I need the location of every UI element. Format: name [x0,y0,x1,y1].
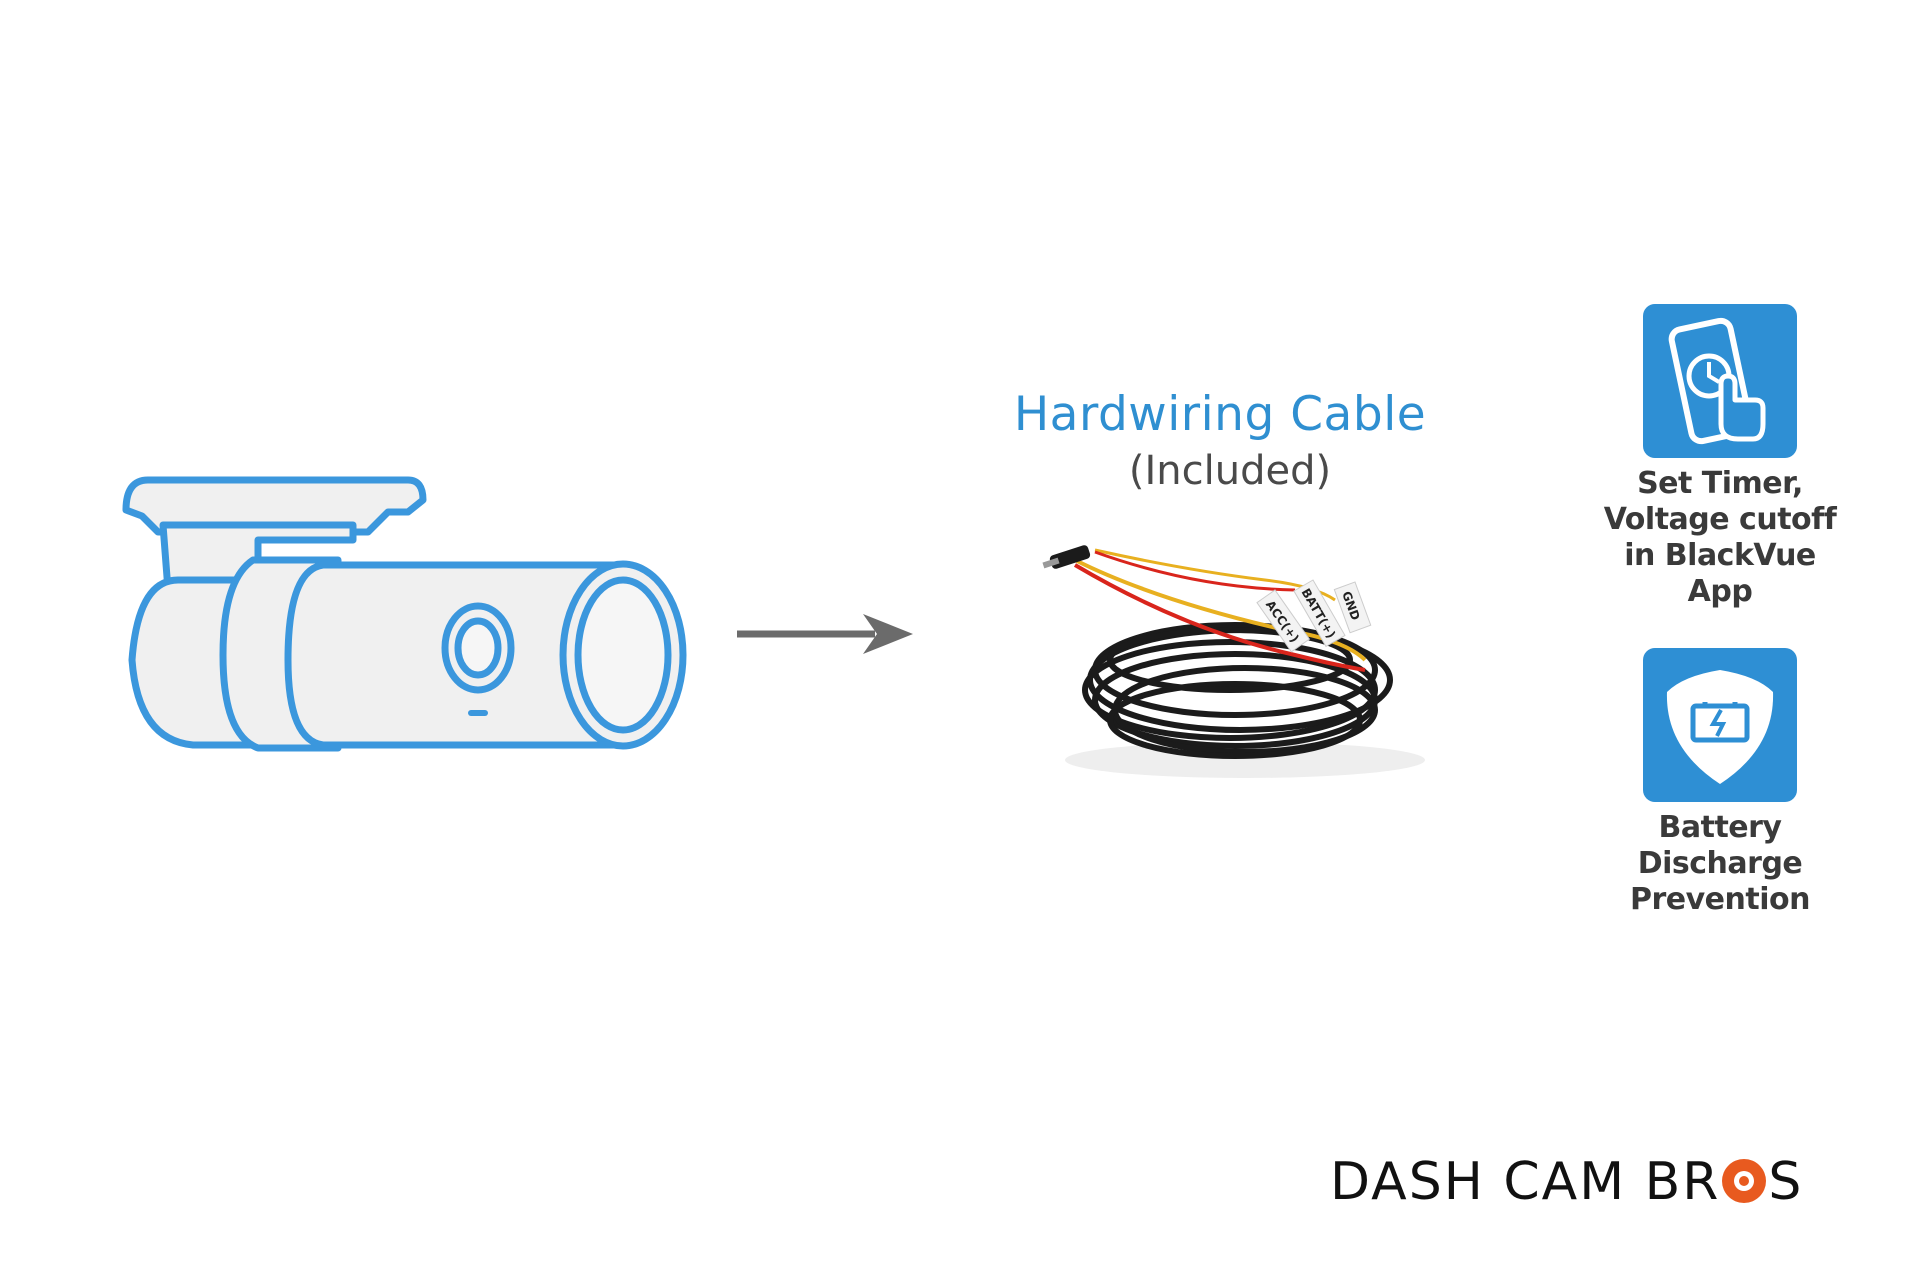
hardwiring-cable-image: ACC(+) BATT(+) GND [1042,545,1425,778]
arrow-right-icon [737,614,913,654]
logo-text-end: S [1768,1152,1804,1212]
feature-battery-discharge-text: Battery Discharge Prevention [1590,810,1850,918]
cable-subtitle: (Included) [1128,448,1332,494]
feature-set-timer-text: Set Timer, Voltage cutoff in BlackVue Ap… [1590,466,1850,610]
dash-cam-bros-logo: DASH CAM BR S [1330,1152,1860,1212]
feature-text-line: Prevention [1630,882,1810,917]
feature-text-line: Set Timer, [1637,466,1803,501]
dash-camera-icon [122,476,687,752]
feature-text-line: Discharge [1637,846,1803,881]
feature-battery-discharge: Battery Discharge Prevention [1590,648,1850,918]
feature-text-line: in BlackVue App [1624,538,1816,609]
camera-lens-icon [1722,1159,1767,1203]
phone-app-icon [1643,304,1797,458]
feature-text-line: Voltage cutoff [1603,502,1837,537]
battery-shield-icon [1643,648,1797,802]
logo-text-start: DASH CAM BR [1330,1152,1721,1212]
feature-text-line: Battery [1658,810,1783,845]
cable-title: Hardwiring Cable [1013,387,1427,442]
feature-set-timer: Set Timer, Voltage cutoff in BlackVue Ap… [1590,304,1850,610]
